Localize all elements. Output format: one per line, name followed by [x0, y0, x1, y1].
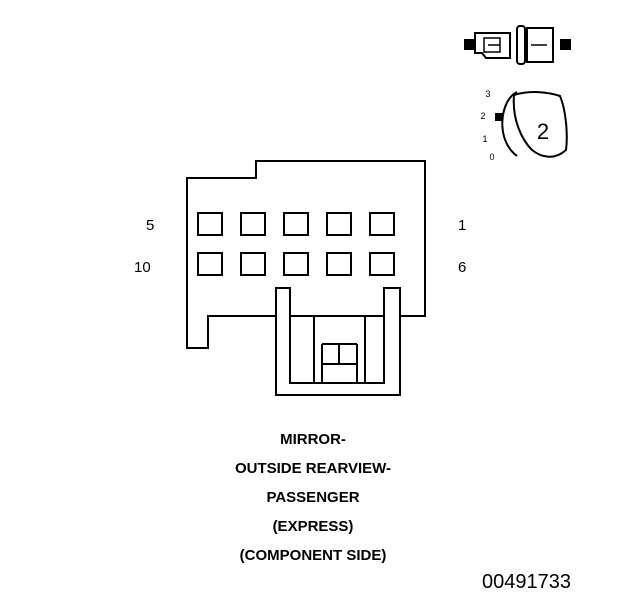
- pin-label-bottom-left: 10: [134, 259, 151, 276]
- caption-line-5: (COMPONENT SIDE): [240, 547, 387, 564]
- cavity-row-bottom: [197, 252, 395, 276]
- pin-label-top-left: 5: [146, 217, 154, 234]
- cavity-7: [326, 252, 352, 276]
- cavity-8: [283, 252, 309, 276]
- figure-number: 00491733: [482, 571, 571, 593]
- caption-line-4: (EXPRESS): [273, 518, 354, 535]
- key-position-0: 0: [489, 152, 494, 162]
- cavity-6: [369, 252, 395, 276]
- pin-label-bottom-right: 6: [458, 259, 466, 276]
- cavity-9: [240, 252, 266, 276]
- connector-mating-icon: [464, 25, 571, 65]
- cavity-1: [369, 212, 395, 236]
- key-position-icon: 2 3 2 1 0: [480, 89, 568, 162]
- key-badge: 2: [537, 119, 549, 144]
- cavity-4: [240, 212, 266, 236]
- cavity-10: [197, 252, 223, 276]
- caption-line-2: OUTSIDE REARVIEW-: [235, 460, 391, 477]
- cavity-3: [283, 212, 309, 236]
- caption-line-3: PASSENGER: [266, 489, 359, 506]
- cavity-2: [326, 212, 352, 236]
- key-position-3: 3: [485, 89, 490, 99]
- locking-latch: [275, 316, 401, 396]
- pin-label-top-right: 1: [458, 217, 466, 234]
- cavity-row-top: [197, 212, 395, 236]
- cavity-5: [197, 212, 223, 236]
- key-position-1: 1: [482, 134, 487, 144]
- caption-line-1: MIRROR-: [280, 431, 346, 448]
- key-position-2: 2: [480, 111, 485, 121]
